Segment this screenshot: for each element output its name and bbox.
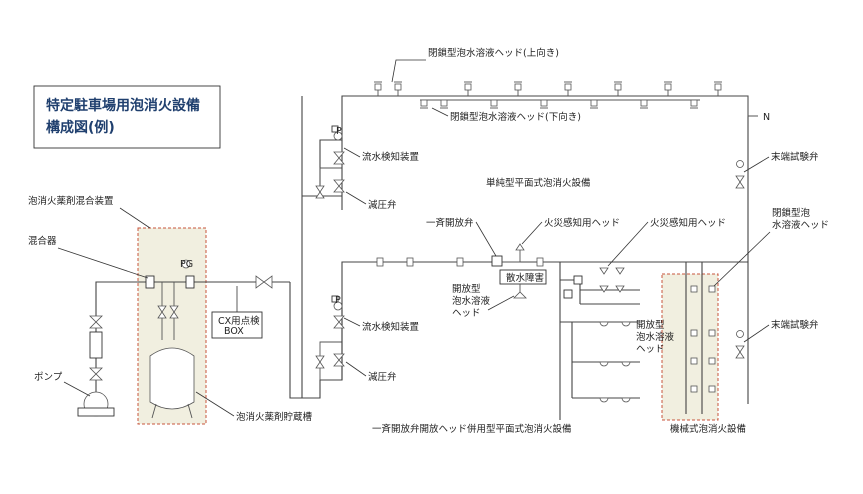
- end-test-valve-lower: [735, 330, 745, 359]
- water-obstacle-label: 散水障害: [506, 272, 544, 284]
- cx-box: [211, 286, 263, 339]
- open-head-b-line-1: 開放型: [636, 319, 665, 331]
- mechanical-piping: [685, 262, 716, 414]
- simple-system-label: 単純型平面式泡消火設備: [486, 177, 591, 189]
- mechanical-system-label: 機械式泡消火設備: [670, 423, 746, 435]
- upper-heads-down: [420, 99, 698, 109]
- end-test-valve-label-1: 末端試験弁: [771, 151, 819, 163]
- mixer-label: 混合器: [28, 235, 57, 247]
- mixer-assembly: [145, 259, 195, 340]
- open-head-a-line-2: 泡水溶液: [452, 295, 491, 307]
- pump-label: ポンプ: [34, 372, 63, 383]
- title-line-2: 構成図(例): [46, 119, 115, 136]
- mixing-device-label: 泡消火薬剤混合装置: [28, 195, 114, 207]
- lower-heads: [376, 257, 544, 267]
- closed-foam-head-label-1: 閉鎖型泡: [772, 207, 811, 219]
- upper-valve-cluster: [315, 125, 345, 199]
- storage-tank-label: 泡消火薬剤貯蔵槽: [236, 411, 313, 423]
- main-valve: [255, 275, 273, 289]
- pressure-reducer-label-1: 減圧弁: [368, 199, 397, 211]
- fire-detector-head-label-1: 火災感知用ヘッド: [544, 217, 620, 229]
- closed-head-up-label: 閉鎖型泡水溶液ヘッド(上向き): [428, 47, 559, 59]
- open-head-a-line-1: 開放型: [452, 283, 481, 295]
- lower-valve-cluster: [315, 295, 345, 369]
- deluge-combined-system-label: 一斉開放弁開放ヘッド併用型平面式泡消火設備: [372, 423, 572, 435]
- cx-box-label-2: BOX: [224, 326, 244, 337]
- mechanical-system-zone: [661, 273, 719, 421]
- closed-foam-head-label-2: 水溶液ヘッド: [772, 219, 829, 231]
- pump: [77, 315, 115, 417]
- title-box: 特定駐車場用泡消火設備 構成図(例): [33, 85, 221, 149]
- open-head-b-line-2: 泡水溶液: [636, 331, 675, 343]
- end-test-valve-label-2: 末端試験弁: [771, 319, 819, 331]
- cx-box-label-1: CX用点検: [218, 315, 260, 327]
- detector-head-symbol: [515, 243, 525, 251]
- open-head-b-line-3: ヘッド: [636, 344, 665, 355]
- pressure-reducer-label-2: 減圧弁: [368, 371, 397, 383]
- flow-detector-label-2: 流水検知装置: [362, 321, 419, 333]
- gauge-symbol-mixer: PG: [180, 259, 193, 270]
- upper-heads-up: [374, 81, 722, 96]
- title-line-1: 特定駐車場用泡消火設備: [46, 97, 200, 114]
- fire-detector-head-label-2: 火災感知用ヘッド: [650, 217, 726, 229]
- gauge-symbol-upper: P: [336, 126, 342, 137]
- deluge-valve-symbol: [491, 255, 503, 267]
- vent-symbol: N: [763, 112, 770, 123]
- closed-head-down-label: 閉鎖型泡水溶液ヘッド(下向き): [450, 111, 581, 123]
- gauge-symbol-lower: P: [335, 295, 341, 306]
- open-heads-grid: [599, 267, 631, 403]
- open-head-a-line-3: ヘッド: [452, 308, 481, 319]
- flow-detector-label-1: 流水検知装置: [362, 151, 419, 163]
- water-obstacle-box: [499, 269, 547, 285]
- foam-storage-tank: [149, 347, 195, 419]
- deluge-valve-label: 一斉開放弁: [426, 217, 474, 229]
- end-test-valve-upper: [735, 160, 745, 189]
